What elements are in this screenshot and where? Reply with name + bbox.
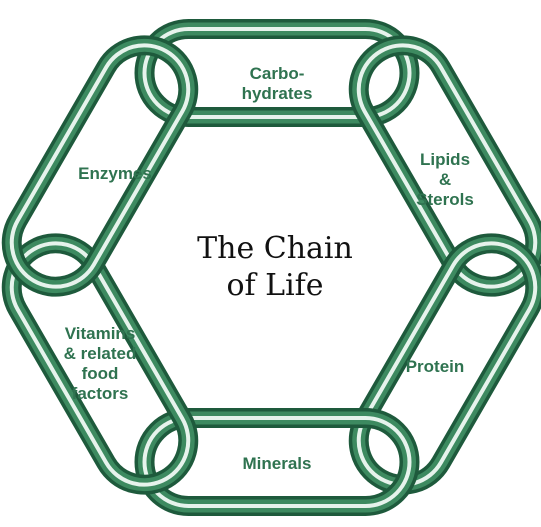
link-label-minerals: Minerals (222, 454, 332, 474)
link-label-carbohydrates: Carbo- hydrates (222, 64, 332, 104)
diagram-title: The Chain of Life (170, 230, 380, 304)
diagram-title-line-1: The Chain (170, 230, 380, 267)
link-label-vitamins-food-factors: Vitamins & related food factors (45, 324, 155, 404)
link-label-protein: Protein (390, 357, 480, 377)
link-label-enzymes: Enzymes (60, 164, 170, 184)
link-label-lipids-sterols: Lipids & Sterols (395, 150, 495, 210)
diagram-title-line-2: of Life (170, 267, 380, 304)
